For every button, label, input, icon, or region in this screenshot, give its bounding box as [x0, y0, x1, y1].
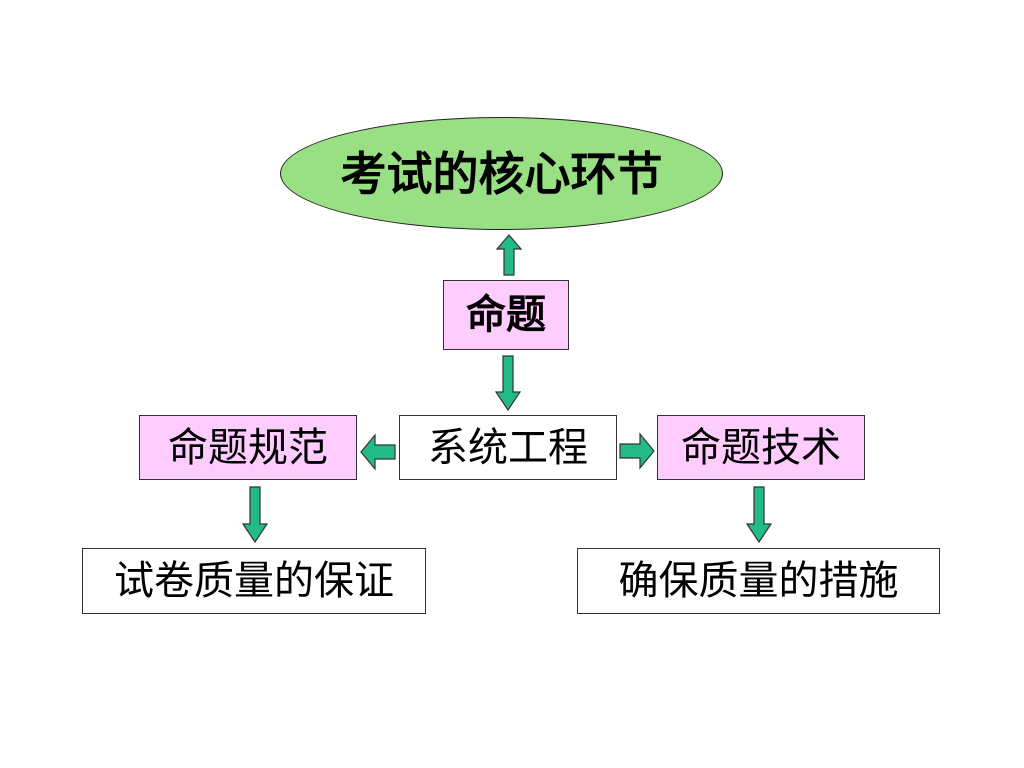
system-engineering-label: 系统工程 — [428, 424, 588, 471]
paper-quality-guarantee-box: 试卷质量的保证 — [82, 548, 426, 614]
quality-measures-box: 确保质量的措施 — [577, 548, 940, 614]
paper-quality-guarantee-label: 试卷质量的保证 — [114, 558, 394, 604]
proposition-box: 命题 — [443, 280, 569, 350]
quality-measures-label: 确保质量的措施 — [618, 558, 899, 604]
proposition-norms-label: 命题规范 — [168, 424, 328, 471]
arrow-right-icon — [619, 432, 655, 470]
proposition-label: 命题 — [466, 292, 546, 338]
arrow-left-icon — [360, 433, 396, 471]
proposition-techniques-box: 命题技术 — [657, 415, 865, 480]
proposition-techniques-label: 命题技术 — [681, 424, 841, 471]
arrow-down-right-icon — [745, 486, 773, 544]
arrow-up-icon — [495, 234, 523, 276]
system-engineering-box: 系统工程 — [399, 415, 617, 480]
arrow-down-icon — [494, 355, 522, 412]
core-link-label: 考试的核心环节 — [340, 146, 663, 201]
proposition-norms-box: 命题规范 — [139, 415, 357, 480]
core-link-ellipse: 考试的核心环节 — [280, 117, 723, 230]
arrow-down-left-icon — [241, 486, 269, 544]
